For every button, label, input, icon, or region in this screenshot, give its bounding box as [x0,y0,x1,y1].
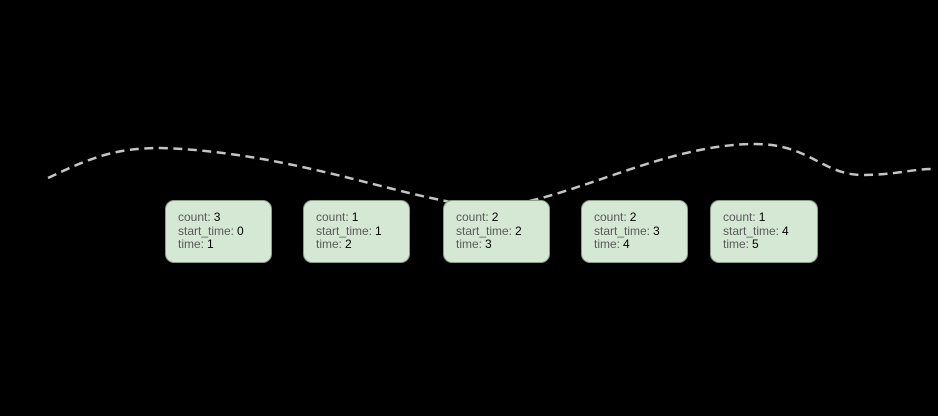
count-row: count:2 [594,211,687,225]
dashed-curve [47,142,933,208]
event-node-5: count:1 start_time:4 time:5 [710,200,818,263]
count-row: count:2 [456,211,549,225]
time-value: 5 [752,237,759,252]
time-row: time:2 [316,238,409,252]
start-time-value: 4 [782,223,789,238]
start-time-row: start_time:3 [594,223,687,239]
start-time-label: start_time: [456,223,513,238]
start-time-value: 0 [237,223,244,238]
event-node-4: count:2 start_time:3 time:4 [581,200,688,263]
event-node-1: count:3 start_time:0 time:1 [165,200,272,263]
start-time-value: 3 [653,223,660,238]
time-row: time:3 [456,238,549,252]
time-label: time: [178,237,205,252]
count-label: count: [594,210,627,225]
start-time-label: start_time: [723,223,780,238]
count-label: count: [456,210,489,225]
time-label: time: [723,237,750,252]
count-row: count:1 [723,211,817,225]
start-time-row: start_time:2 [456,223,549,239]
count-value: 1 [351,210,359,225]
start-time-value: 1 [375,223,382,238]
event-node-2: count:1 start_time:1 time:2 [303,200,410,263]
count-label: count: [723,210,756,225]
start-time-label: start_time: [178,223,235,238]
start-time-row: start_time:4 [723,223,817,239]
count-label: count: [178,210,211,225]
start-time-label: start_time: [316,223,373,238]
start-time-value: 2 [515,223,522,238]
event-node-3: count:2 start_time:2 time:3 [443,200,550,263]
time-label: time: [456,237,483,252]
count-value: 2 [491,210,499,225]
time-value: 2 [345,237,352,252]
time-row: time:5 [723,238,817,252]
time-value: 4 [623,237,630,252]
count-value: 1 [758,210,766,225]
time-value: 3 [485,237,492,252]
time-row: time:1 [178,238,271,252]
count-row: count:1 [316,211,409,225]
time-row: time:4 [594,238,687,252]
time-label: time: [316,237,343,252]
count-value: 2 [629,210,637,225]
time-label: time: [594,237,621,252]
start-time-row: start_time:1 [316,223,409,239]
count-value: 3 [213,210,221,225]
start-time-label: start_time: [594,223,651,238]
time-value: 1 [207,237,214,252]
start-time-row: start_time:0 [178,223,271,239]
count-row: count:3 [178,211,271,225]
count-label: count: [316,210,349,225]
